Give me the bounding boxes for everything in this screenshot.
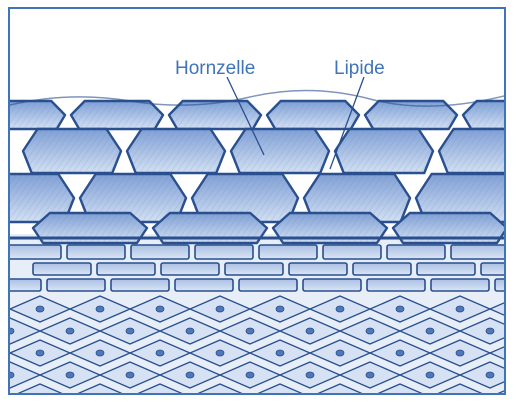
cell-nucleus	[426, 328, 434, 334]
cell-nucleus	[486, 328, 494, 334]
cell-nucleus	[216, 350, 224, 356]
flat-cell	[323, 245, 381, 259]
cell-nucleus	[10, 328, 14, 334]
skin-layers-drawing: Hornzelle Lipide	[10, 9, 506, 395]
flat-cell	[259, 245, 317, 259]
flat-cell	[451, 245, 506, 259]
cell-nucleus	[456, 306, 464, 312]
flat-cell	[431, 279, 489, 291]
cell-nucleus	[336, 394, 344, 395]
cell-nucleus	[10, 372, 14, 378]
cell-nucleus	[336, 306, 344, 312]
flat-cell	[481, 263, 506, 275]
cell-nucleus	[276, 306, 284, 312]
lipide-label: Lipide	[334, 58, 385, 79]
cell-nucleus	[246, 328, 254, 334]
hornzelle-label: Hornzelle	[175, 58, 255, 79]
cell-nucleus	[96, 306, 104, 312]
flat-cell	[175, 279, 233, 291]
horny-cell-shading	[231, 129, 329, 173]
flat-cell	[303, 279, 361, 291]
flat-cell	[289, 263, 347, 275]
cell-nucleus	[246, 372, 254, 378]
cell-nucleus	[156, 306, 164, 312]
horny-cell-shading	[267, 101, 359, 129]
cell-nucleus	[126, 372, 134, 378]
cell-nucleus	[96, 394, 104, 395]
cell-nucleus	[126, 328, 134, 334]
flat-cell	[495, 279, 506, 291]
flat-cell	[367, 279, 425, 291]
flat-cell	[97, 263, 155, 275]
cell-nucleus	[396, 350, 404, 356]
flat-cell	[239, 279, 297, 291]
cell-nucleus	[276, 394, 284, 395]
cell-nucleus	[306, 328, 314, 334]
illustration-frame: Hornzelle Lipide	[8, 7, 506, 395]
cell-nucleus	[216, 394, 224, 395]
cell-nucleus	[186, 328, 194, 334]
flat-cell	[10, 245, 61, 259]
cell-nucleus	[456, 350, 464, 356]
horny-cell-shading	[23, 129, 121, 173]
flat-cell	[131, 245, 189, 259]
cell-nucleus	[426, 372, 434, 378]
horny-cell-shading	[463, 101, 506, 129]
cell-nucleus	[486, 372, 494, 378]
cell-nucleus	[396, 306, 404, 312]
flat-cell	[111, 279, 169, 291]
flat-cell	[225, 263, 283, 275]
cell-nucleus	[156, 394, 164, 395]
flat-cell	[47, 279, 105, 291]
horny-cell-layer	[10, 90, 506, 243]
cell-nucleus	[36, 350, 44, 356]
cell-nucleus	[396, 394, 404, 395]
horny-cell-shading	[335, 129, 433, 173]
cell-nucleus	[276, 350, 284, 356]
cell-nucleus	[66, 328, 74, 334]
cell-nucleus	[336, 350, 344, 356]
flat-cell	[417, 263, 475, 275]
cell-nucleus	[66, 372, 74, 378]
flat-cell	[67, 245, 125, 259]
cell-nucleus	[306, 372, 314, 378]
horny-cell-shading	[127, 129, 225, 173]
flat-cell	[353, 263, 411, 275]
horny-cell-shading	[71, 101, 163, 129]
flat-cell	[33, 263, 91, 275]
flat-cell	[195, 245, 253, 259]
flat-cell	[161, 263, 219, 275]
cell-nucleus	[96, 350, 104, 356]
cell-nucleus	[36, 306, 44, 312]
cell-nucleus	[36, 394, 44, 395]
cell-nucleus	[366, 372, 374, 378]
flat-cell	[387, 245, 445, 259]
flat-cell	[10, 279, 41, 291]
cell-nucleus	[456, 394, 464, 395]
cell-nucleus	[156, 350, 164, 356]
cell-nucleus	[186, 372, 194, 378]
cell-nucleus	[216, 306, 224, 312]
cell-nucleus	[366, 328, 374, 334]
